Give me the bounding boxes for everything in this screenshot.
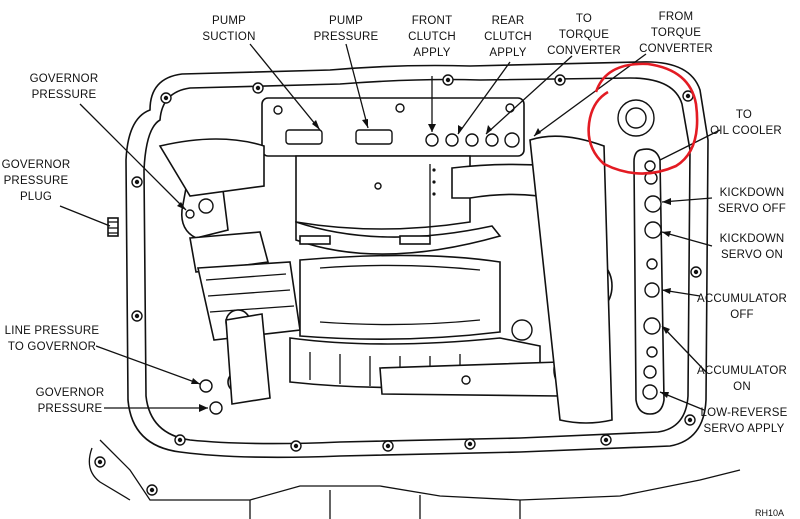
servo-port-column: [633, 148, 665, 415]
label-kickdown-servo-off: KICKDOWN SERVO OFF: [718, 187, 786, 215]
label-line: SUCTION: [202, 31, 255, 43]
label-line: TO GOVERNOR: [8, 341, 96, 353]
label-line: FRONT: [412, 15, 453, 27]
label-line: TO: [736, 109, 752, 121]
label-line: GOVERNOR: [30, 73, 99, 85]
label-accumulator-on: ACCUMULATOR ON: [697, 365, 787, 393]
label-line: PRESSURE: [4, 175, 69, 187]
label-kickdown-servo-on: KICKDOWN SERVO ON: [720, 233, 785, 261]
pump-port-block: [261, 97, 525, 157]
label-line: ON: [733, 381, 751, 393]
label-line: TO: [576, 13, 592, 25]
label-line: SERVO APPLY: [703, 423, 784, 435]
label-line: KICKDOWN: [720, 187, 785, 199]
leader-arrowheads: [177, 119, 671, 412]
label-line: APPLY: [489, 47, 526, 59]
label-line: CONVERTER: [639, 43, 713, 55]
label-line: PUMP: [329, 15, 363, 27]
label-line: APPLY: [413, 47, 450, 59]
label-pump-pressure: PUMP PRESSURE: [314, 15, 379, 43]
label-line: ACCUMULATOR: [697, 293, 787, 305]
label-governor-pressure-bottom: GOVERNOR PRESSURE: [36, 387, 105, 415]
converter-ports: [617, 99, 655, 137]
internal-components: [158, 135, 613, 424]
leader-lines: [59, 43, 721, 411]
label-pump-suction: PUMP SUCTION: [202, 15, 255, 43]
label-line: OFF: [730, 309, 754, 321]
label-accumulator-off: ACCUMULATOR OFF: [697, 293, 787, 321]
highlight-circle: [587, 62, 699, 175]
label-line: CONVERTER: [547, 45, 621, 57]
label-governor-pressure-top: GOVERNOR PRESSURE: [30, 73, 99, 101]
label-front-clutch-apply: FRONT CLUTCH APPLY: [408, 15, 456, 59]
label-line-pressure-to-governor: LINE PRESSURE TO GOVERNOR: [5, 325, 100, 353]
label-line: FROM: [659, 11, 694, 23]
label-governor-pressure-plug: GOVERNOR PRESSURE PLUG: [2, 159, 71, 203]
label-low-reverse-servo-apply: LOW-REVERSE SERVO APPLY: [701, 407, 788, 435]
governor-pressure-plug: [107, 217, 119, 237]
label-rear-clutch-apply: REAR CLUTCH APPLY: [484, 15, 532, 59]
label-from-torque-converter: FROM TORQUE CONVERTER: [639, 11, 713, 55]
label-line: SERVO OFF: [718, 203, 786, 215]
label-line: LINE PRESSURE: [5, 325, 100, 337]
label-line: GOVERNOR: [36, 387, 105, 399]
label-line: OIL COOLER: [710, 125, 782, 137]
label-line: ACCUMULATOR: [697, 365, 787, 377]
figure-id: RH10A: [755, 508, 784, 518]
label-to-torque-converter: TO TORQUE CONVERTER: [547, 13, 621, 57]
label-line: PLUG: [20, 191, 52, 203]
label-line: CLUTCH: [484, 31, 532, 43]
label-line: TORQUE: [651, 27, 701, 39]
label-line: GOVERNOR: [2, 159, 71, 171]
label-line: REAR: [492, 15, 525, 27]
label-line: PRESSURE: [38, 403, 103, 415]
label-line: LOW-REVERSE: [701, 407, 788, 419]
case-bolts: [94, 74, 702, 496]
label-line: PRESSURE: [32, 89, 97, 101]
label-line: CLUTCH: [408, 31, 456, 43]
label-line: SERVO ON: [721, 249, 783, 261]
label-line: KICKDOWN: [720, 233, 785, 245]
label-line: PUMP: [212, 15, 246, 27]
label-to-oil-cooler: TO OIL COOLER: [710, 109, 782, 137]
label-line: TORQUE: [559, 29, 609, 41]
label-line: PRESSURE: [314, 31, 379, 43]
